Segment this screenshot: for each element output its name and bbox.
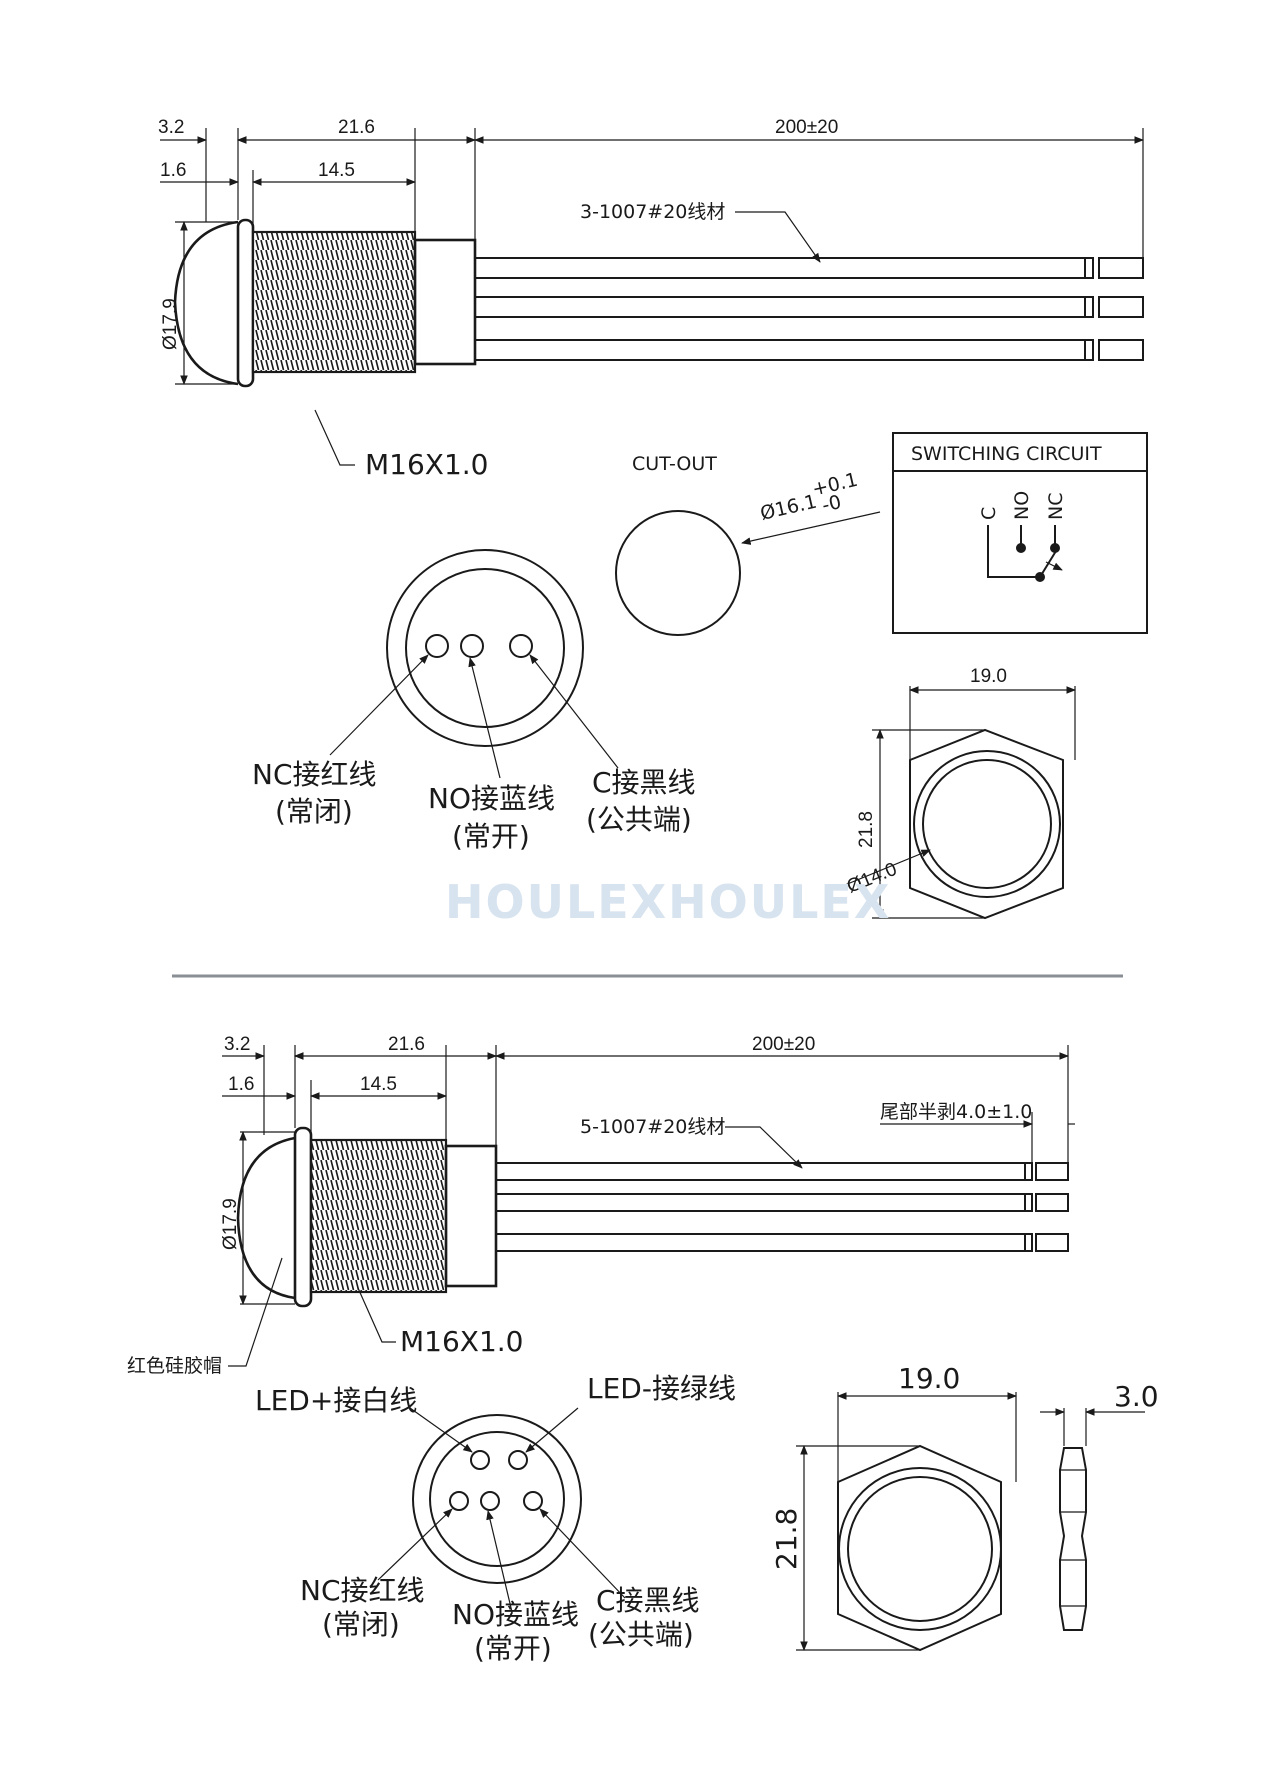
pin-no [460, 634, 484, 658]
pin-no-sub: (常开) [474, 1632, 552, 1665]
switching-circuit: SWITCHING CIRCUIT C NO NC [892, 432, 1148, 634]
bottom-drawing: 3.2 21.6 200±20 1.6 14.5 Ø17.9 5-1007#20… [127, 1034, 1159, 1665]
pin-led-plus-label: LED+接白线 [255, 1384, 417, 1417]
hex-height: 21.8 [856, 811, 877, 848]
threaded-body [251, 230, 417, 374]
pin-led-minus-label: LED-接绿线 [587, 1372, 736, 1405]
cutout-dia: Ø16.1 [758, 491, 819, 525]
dim-1-6: 1.6 [228, 1074, 254, 1095]
flange [236, 218, 255, 388]
cutout-view: CUT-OUT Ø16.1 +0.1 -0 [615, 453, 881, 636]
pin-nc-sub: (常闭) [275, 795, 353, 828]
pin-c [523, 1491, 543, 1511]
dim-1-6: 1.6 [160, 160, 186, 181]
dim-200: 200±20 [752, 1034, 815, 1055]
pin-c-label: C接黑线 [596, 1584, 700, 1617]
dim-21-6: 21.6 [388, 1034, 425, 1055]
switch-label-c: C [978, 507, 1000, 520]
wires [496, 1162, 1069, 1252]
hex-width: 19.0 [898, 1362, 960, 1395]
flange [293, 1126, 313, 1308]
pin-nc-label: NC接红线 [300, 1574, 425, 1607]
hex-height: 21.8 [770, 1508, 803, 1570]
pin-nc-sub: (常闭) [322, 1608, 400, 1641]
strip-label: 尾部半剥4.0±1.0 [880, 1101, 1032, 1123]
pin-nc-label: NC接红线 [252, 758, 377, 791]
switch-label-nc: NC [1045, 493, 1067, 520]
bottom-pin-view: LED+接白线 LED-接绿线 NC接红线 (常闭) NO接蓝线 (常开) C接… [255, 1372, 736, 1665]
top-pin-view: NC接红线 (常闭) NO接蓝线 (常开) C接黑线 (公共端) [252, 549, 696, 853]
bottom-side-view [222, 1045, 1075, 1367]
rear-housing [444, 1144, 498, 1288]
watermark: HOULEXHOULEX [445, 875, 891, 929]
pin-no-label: NO接蓝线 [428, 782, 555, 815]
top-side-view [160, 128, 1144, 466]
wire-spec-label: 5-1007#20线材 [580, 1116, 725, 1138]
pin-c-sub: (公共端) [588, 1618, 694, 1651]
dome-cap [236, 1136, 296, 1300]
switching-title: SWITCHING CIRCUIT [911, 443, 1102, 465]
dome-lens [173, 220, 239, 386]
pin-nc [425, 634, 449, 658]
thread-label: M16X1.0 [365, 448, 489, 481]
pin-led-plus [470, 1450, 490, 1470]
cap-label: 红色硅胶帽 [127, 1355, 222, 1377]
outer-ring [386, 549, 584, 747]
dim-200: 200±20 [775, 117, 838, 138]
pin-no-sub: (常开) [452, 820, 530, 853]
pin-c [509, 634, 533, 658]
dim-14-5: 14.5 [318, 160, 355, 181]
dim-dia-17-9: Ø17.9 [160, 298, 181, 350]
nut-thickness: 3.0 [1114, 1380, 1159, 1413]
cutout-tol-minus: -0 [820, 491, 843, 517]
pin-c-sub: (公共端) [586, 803, 692, 836]
inner-ring [405, 568, 565, 728]
nut-side-view: 3.0 [1040, 1380, 1159, 1631]
dim-21-6: 21.6 [338, 117, 375, 138]
dim-14-5: 14.5 [360, 1074, 397, 1095]
pin-c-label: C接黑线 [592, 766, 696, 799]
pin-no [480, 1491, 500, 1511]
dim-3-2: 3.2 [224, 1034, 250, 1055]
dim-3-2: 3.2 [158, 117, 184, 138]
top-drawing: 3.2 21.6 200±20 1.6 14.5 Ø17.9 3-1007#20… [158, 117, 1148, 929]
pin-nc [449, 1491, 469, 1511]
thread-label: M16X1.0 [400, 1325, 524, 1358]
bottom-hex-view: 19.0 21.8 [770, 1362, 1017, 1652]
switch-label-no: NO [1011, 491, 1033, 520]
cutout-circle [615, 510, 741, 636]
threaded-body [309, 1138, 448, 1294]
cutout-title: CUT-OUT [632, 453, 717, 475]
dim-dia-17-9: Ø17.9 [220, 1198, 241, 1250]
pin-no-label: NO接蓝线 [452, 1598, 579, 1631]
hex-width: 19.0 [970, 666, 1007, 687]
wires [475, 257, 1144, 361]
pin-led-minus [508, 1450, 528, 1470]
rear-housing [413, 238, 477, 366]
wire-spec-label: 3-1007#20线材 [580, 201, 725, 223]
top-hex-view: 19.0 21.8 Ø14.0 [844, 666, 1076, 920]
